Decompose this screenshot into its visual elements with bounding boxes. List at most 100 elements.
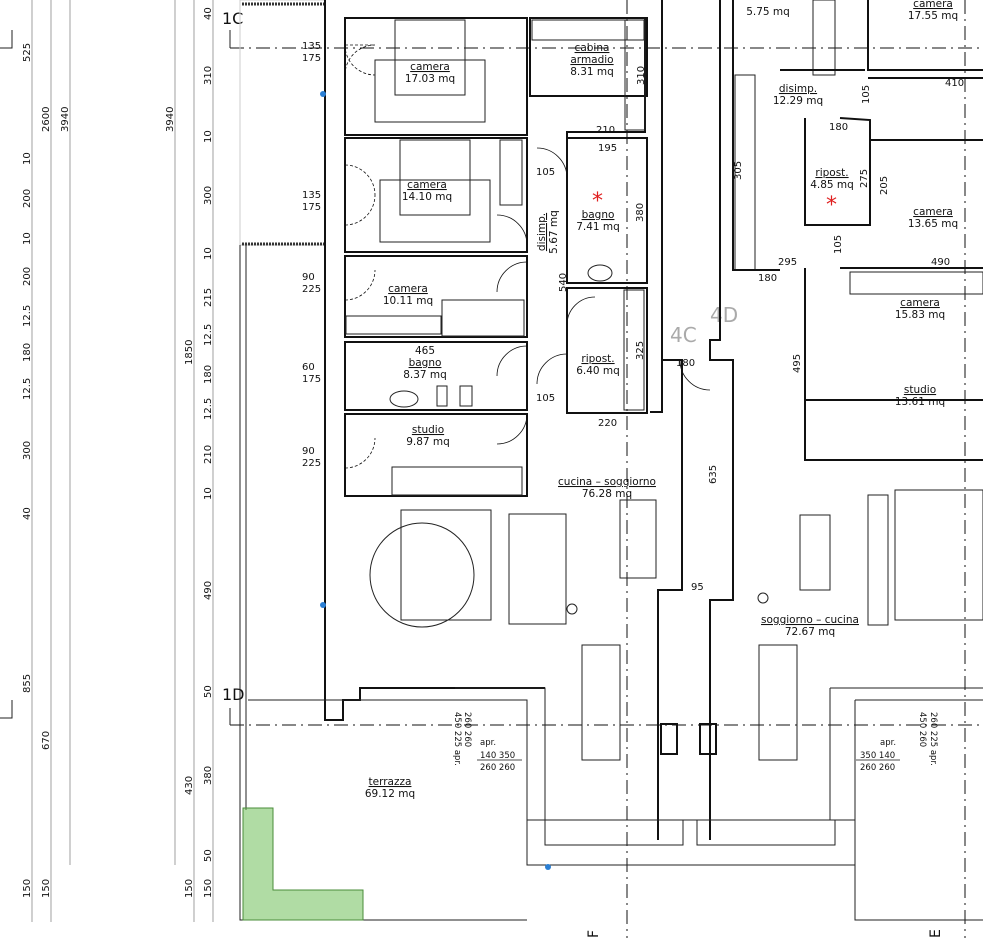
room-name: bagno [582, 209, 615, 221]
room-name: studio [412, 424, 444, 436]
dim: 10 [203, 130, 214, 143]
room-area: 7.41 mq [576, 221, 620, 233]
dim: 105 [536, 393, 555, 404]
dim: 12.5 [203, 398, 214, 420]
room-name: terrazza [369, 776, 412, 788]
section-marker-4c: 4C [670, 323, 697, 347]
dim: 10 [203, 247, 214, 260]
room-name: cabina [575, 42, 610, 54]
window-label: 260 225 apr. [928, 712, 938, 766]
opening-height: 175 [302, 374, 321, 385]
dim: 3940 [60, 107, 71, 132]
dim: 2600 [41, 107, 52, 132]
dim: 180 [676, 358, 695, 369]
opening-width: 90 [302, 446, 315, 457]
dim: 1850 [184, 340, 195, 365]
room-area: 17.03 mq [405, 73, 455, 85]
dim: 305 [733, 161, 744, 180]
dimension-lines [31, 0, 214, 922]
dim: 325 [635, 341, 646, 360]
dot-icon [545, 864, 551, 870]
dim: 40 [22, 507, 33, 520]
room-area: 72.67 mq [785, 626, 835, 638]
window-label: 140 350 [480, 751, 515, 761]
dim: 220 [598, 418, 617, 429]
room-area: 4.85 mq [810, 179, 854, 191]
furniture [345, 0, 983, 761]
dim: 10 [22, 152, 33, 165]
star-icon: * [592, 189, 603, 214]
dim: 180 [758, 273, 777, 284]
dim: 180 [22, 343, 33, 362]
dim: 205 [879, 176, 890, 195]
window-label: 260 260 [480, 763, 515, 773]
room-area: 8.37 mq [403, 369, 447, 381]
dim: 670 [41, 731, 52, 750]
section-marker-1d: 1D [222, 685, 245, 704]
window-label: 350 140 [860, 751, 895, 761]
dimension-labels-col6: 40 310 10 300 10 215 12.5 180 12.5 210 1… [203, 7, 214, 898]
dim: 105 [861, 85, 872, 104]
dim: 495 [792, 354, 803, 373]
room-area: 8.31 mq [570, 66, 614, 78]
dim: 10 [22, 232, 33, 245]
opening-height: 175 [302, 202, 321, 213]
doors [344, 44, 711, 469]
room-name: camera [900, 297, 940, 309]
window-label: 260 260 [462, 712, 472, 747]
opening-width: 135 [302, 41, 321, 52]
dim: 490 [203, 581, 214, 600]
section-marker-f: F [586, 930, 602, 938]
room-area: 5.67 mq [548, 210, 560, 254]
dim: 380 [203, 766, 214, 785]
dot-icon [320, 602, 326, 608]
dim: 50 [203, 685, 214, 698]
dim: 380 [635, 203, 646, 222]
dim: 310 [636, 66, 647, 85]
dim: 180 [829, 122, 848, 133]
dim: 95 [691, 582, 704, 593]
room-name: disimp. [779, 83, 817, 95]
dim: 430 [184, 776, 195, 795]
star-icon: * [826, 193, 837, 218]
room-area: 14.10 mq [402, 191, 452, 203]
room-name: studio [904, 384, 936, 396]
dimension-labels-col1: 525 10 200 10 200 12.5 180 12.5 300 40 8… [22, 43, 195, 898]
dim: 180 [203, 365, 214, 384]
room-name: disimp. [536, 213, 548, 251]
room-area: 6.40 mq [576, 365, 620, 377]
dim: 150 [203, 879, 214, 898]
section-marker-1c: 1C [222, 9, 243, 28]
room-area: 10.11 mq [383, 295, 433, 307]
dim: 105 [536, 167, 555, 178]
room-name: camera [913, 206, 953, 218]
room-area: 12.29 mq [773, 95, 823, 107]
dim: 300 [22, 441, 33, 460]
window-label: apr. [880, 738, 896, 748]
dim: 12.5 [22, 378, 33, 400]
dim: 195 [598, 143, 617, 154]
room-name: camera [388, 283, 428, 295]
dot-icon [320, 91, 326, 97]
opening-width: 135 [302, 190, 321, 201]
dim: 215 [203, 288, 214, 307]
inner-dimensions: 210 195 105 380 310 540 325 105 220 635 … [536, 66, 964, 593]
opening-width: 90 [302, 272, 315, 283]
window-label: apr. [480, 738, 496, 748]
opening-height: 175 [302, 53, 321, 64]
window-label: 450 260 [917, 712, 927, 747]
dim: 300 [203, 186, 214, 205]
dim: 540 [558, 273, 569, 292]
dim: 105 [833, 235, 844, 254]
dim: 525 [22, 43, 33, 62]
section-marker-4d: 4D [710, 303, 738, 327]
window-label: 450 225 apr. [452, 712, 462, 766]
dim: 150 [22, 879, 33, 898]
dim: 150 [41, 879, 52, 898]
dim: 490 [931, 257, 950, 268]
dim: 210 [203, 445, 214, 464]
dim: 635 [708, 465, 719, 484]
